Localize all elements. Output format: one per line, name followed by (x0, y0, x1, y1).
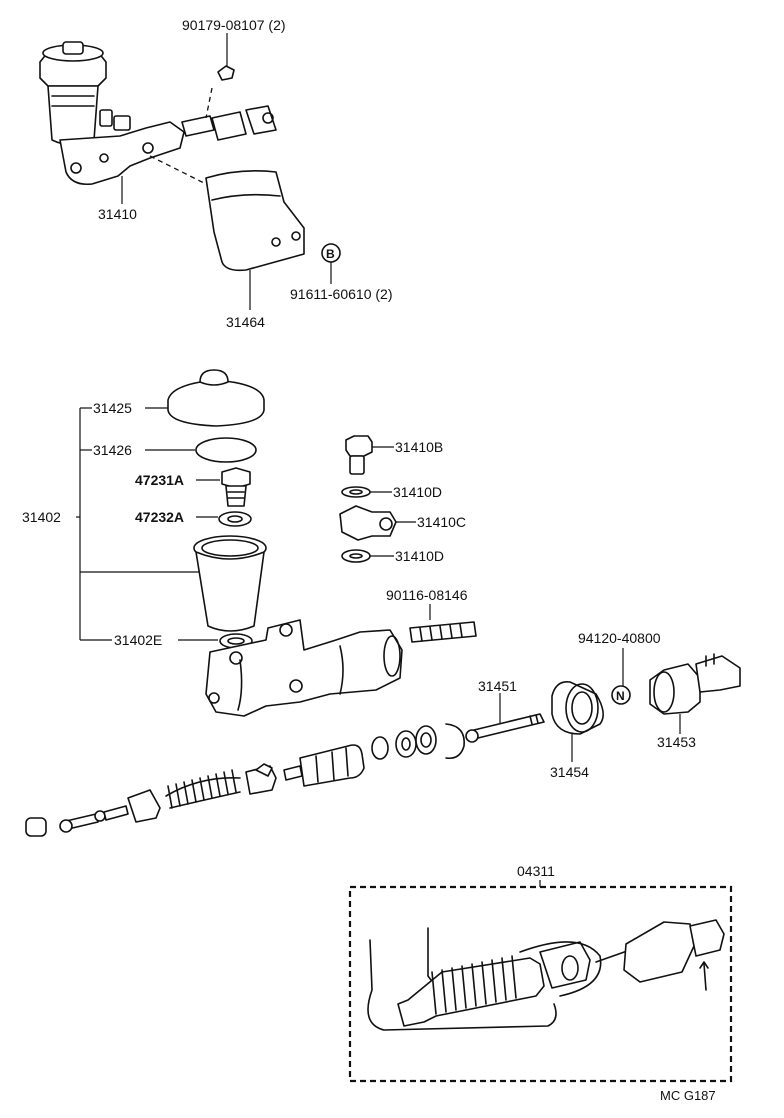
label-bolt-47231a: 47231A (135, 472, 184, 488)
label-gasket-47232a: 47232A (135, 509, 184, 525)
label-pushrod-31451: 31451 (478, 678, 517, 694)
kit-box-drawing (348, 880, 733, 1083)
label-gasket-31426: 31426 (93, 442, 132, 458)
label-clevis-31453: 31453 (657, 734, 696, 750)
labels: 90179-08107 (2) 31410 31464 B 91611-6061… (22, 17, 716, 1103)
label-boot-31454: 31454 (550, 764, 589, 780)
label-bracket-31464: 31464 (226, 314, 265, 330)
label-nut-94120: 94120-40800 (578, 630, 661, 646)
label-kit-04311: 04311 (517, 863, 555, 879)
label-bolt-90179: 90179-08107 (2) (182, 17, 286, 33)
exploded-view-drawing (25, 369, 741, 837)
label-bolt-31410b: 31410B (395, 439, 443, 455)
label-grommet-31402e: 31402E (114, 632, 162, 648)
label-group-31402: 31402 (22, 509, 61, 525)
label-cylinder-31410: 31410 (98, 206, 137, 222)
label-cap-31425: 31425 (93, 400, 132, 416)
label-union-31410c: 31410C (417, 514, 466, 530)
drawing-code: MC G187 (660, 1088, 716, 1103)
label-bolt-91611: 91611-60610 (2) (290, 286, 392, 302)
callout-b: B (326, 247, 335, 261)
label-gasket-31410d-b: 31410D (395, 548, 444, 564)
label-gasket-31410d-a: 31410D (393, 484, 442, 500)
master-cylinder-assembly-drawing (39, 33, 341, 310)
callout-n: N (616, 689, 625, 703)
label-stud-90116: 90116-08146 (386, 587, 468, 603)
